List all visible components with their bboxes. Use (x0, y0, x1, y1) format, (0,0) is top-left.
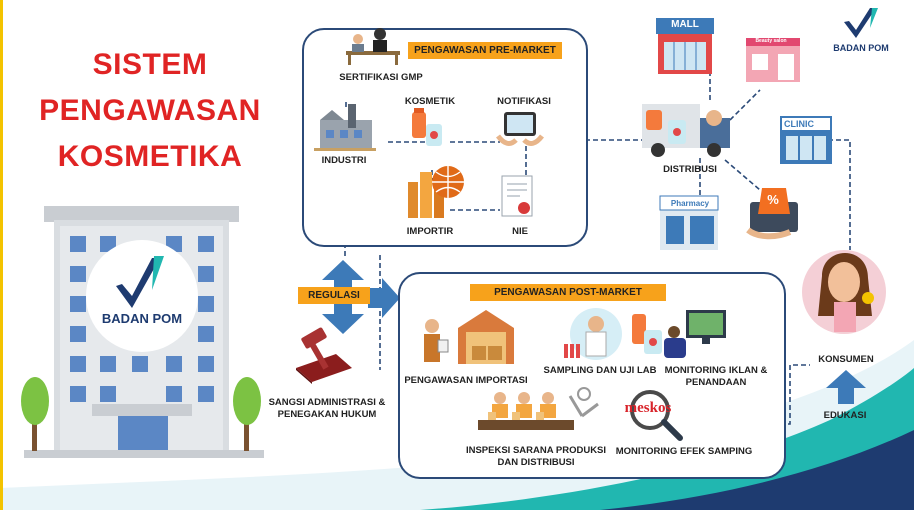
title-line-3: KOSMETIKA (57, 140, 243, 173)
corner-logo-text: BADAN POM (833, 43, 889, 53)
importir-city-globe-icon (408, 166, 464, 218)
label-industri: INDUSTRI (321, 155, 367, 166)
label-monitoring-efek-samping: MONITORING EFEK SAMPING (615, 446, 753, 457)
pharmacy-icon (659, 195, 719, 250)
beauty-salon-sign: Beauty salon (755, 38, 787, 44)
tablet-icon (496, 112, 544, 146)
title-line-2: PENGAWASAN (39, 94, 261, 127)
mall-sign: MALL (671, 19, 699, 30)
gmp-meeting-icon (346, 28, 400, 65)
online-shopping-icon (746, 188, 798, 240)
meskos-sign: meskos (624, 400, 672, 416)
label-pengawasan-importasi: PENGAWASAN IMPORTASI (404, 375, 528, 386)
label-konsumen: KONSUMEN (818, 354, 874, 365)
lab-scientist-icon (564, 308, 662, 360)
label-notifikasi: NOTIFIKASI (497, 96, 551, 107)
pre-market-heading: PENGAWASAN PRE-MARKET (408, 42, 562, 59)
label-importir: IMPORTIR (406, 226, 454, 237)
edukasi-up-arrow (826, 370, 866, 404)
production-line-workers-icon (478, 387, 599, 430)
clinic-icon (780, 116, 832, 164)
label-sampling-uji-lab: SAMPLING DAN UJI LAB (543, 365, 657, 376)
distribution-truck-icon (642, 104, 730, 157)
post-market-heading: PENGAWASAN POST-MARKET (470, 284, 666, 301)
label-sangsi-line2: PENEGAKAN HUKUM (277, 409, 377, 420)
tv-viewer-icon (664, 310, 726, 358)
meskos-magnifier-icon (630, 390, 683, 441)
bpom-building-illustration (21, 206, 264, 458)
label-sangsi-line1: SANGSI ADMINISTRASI & (268, 397, 386, 408)
post-market-box (398, 272, 786, 479)
label-inspeksi-line1: INSPEKSI SARANA PRODUKSI (465, 445, 607, 456)
gavel-law-book-icon (296, 327, 352, 384)
label-distribusi: DISTRIBUSI (663, 164, 717, 175)
regulasi-tag: REGULASI (298, 287, 370, 304)
cosmetic-bottle-icon (412, 108, 442, 146)
consumer-woman-icon (802, 250, 886, 334)
bpom-logo-text: BADAN POM (101, 311, 183, 326)
label-monitoring-iklan-1: MONITORING IKLAN & (664, 365, 768, 376)
label-monitoring-iklan-2: PENANDAAN (685, 377, 747, 388)
label-kosmetik: KOSMETIK (404, 96, 456, 107)
regulasi-right-arrow (368, 278, 400, 318)
label-nie: NIE (512, 226, 528, 237)
label-edukasi: EDUKASI (823, 410, 867, 421)
bpom-corner-logo (844, 8, 878, 38)
warehouse-inspector-icon (424, 310, 514, 364)
mall-icon (656, 18, 714, 74)
label-sertifikasi-gmp: SERTIFIKASI GMP (339, 72, 423, 83)
title-line-1: SISTEM (92, 48, 208, 81)
certificate-document-icon (501, 175, 533, 217)
pharmacy-sign: Pharmacy (670, 199, 710, 208)
discount-sign: % (767, 192, 779, 207)
clinic-sign: CLINIC (784, 119, 814, 129)
beauty-salon-icon (746, 38, 800, 82)
factory-icon (314, 104, 376, 151)
label-inspeksi-line2: DAN DISTRIBUSI (497, 457, 575, 468)
